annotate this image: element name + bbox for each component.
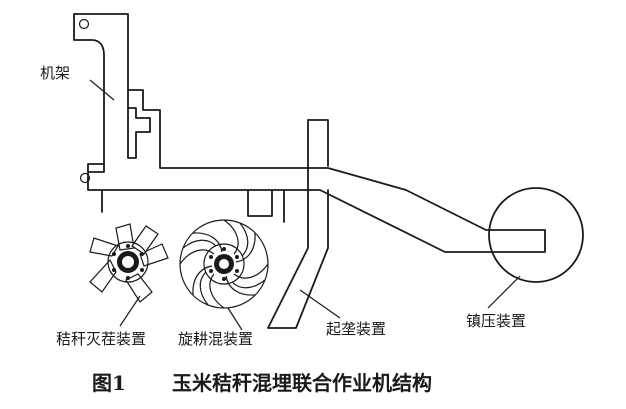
- ridging-device: [267, 119, 329, 329]
- stubble-chopper-rotor: [89, 223, 169, 303]
- rotary-tiller-rotor: [179, 219, 269, 309]
- label-rotary-device: 旋耕混装置: [178, 330, 253, 348]
- label-stubble-device: 秸秆灭茬装置: [56, 330, 146, 348]
- label-frame: 机架: [40, 64, 70, 82]
- figure-number: 图1: [92, 371, 126, 395]
- leader-lines: [89, 79, 521, 331]
- label-press-device: 镇压装置: [466, 312, 526, 330]
- machine-frame: [73, 13, 546, 253]
- figure-title: 玉米秸秆混埋联合作业机结构: [172, 371, 432, 395]
- press-wheel: [488, 187, 584, 283]
- label-ridge-device: 起垄装置: [326, 320, 386, 338]
- rotary-mount: [101, 189, 285, 223]
